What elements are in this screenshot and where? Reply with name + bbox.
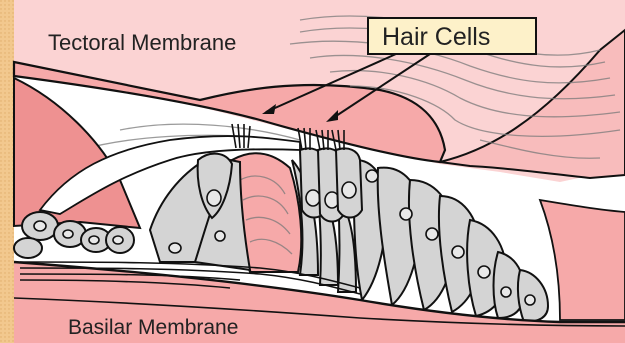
tectoral-membrane-label: Tectoral Membrane xyxy=(48,30,236,55)
left-border-strip xyxy=(0,0,14,343)
basilar-membrane-label: Basilar Membrane xyxy=(68,316,238,339)
hair-cells-label: Hair Cells xyxy=(382,23,490,51)
